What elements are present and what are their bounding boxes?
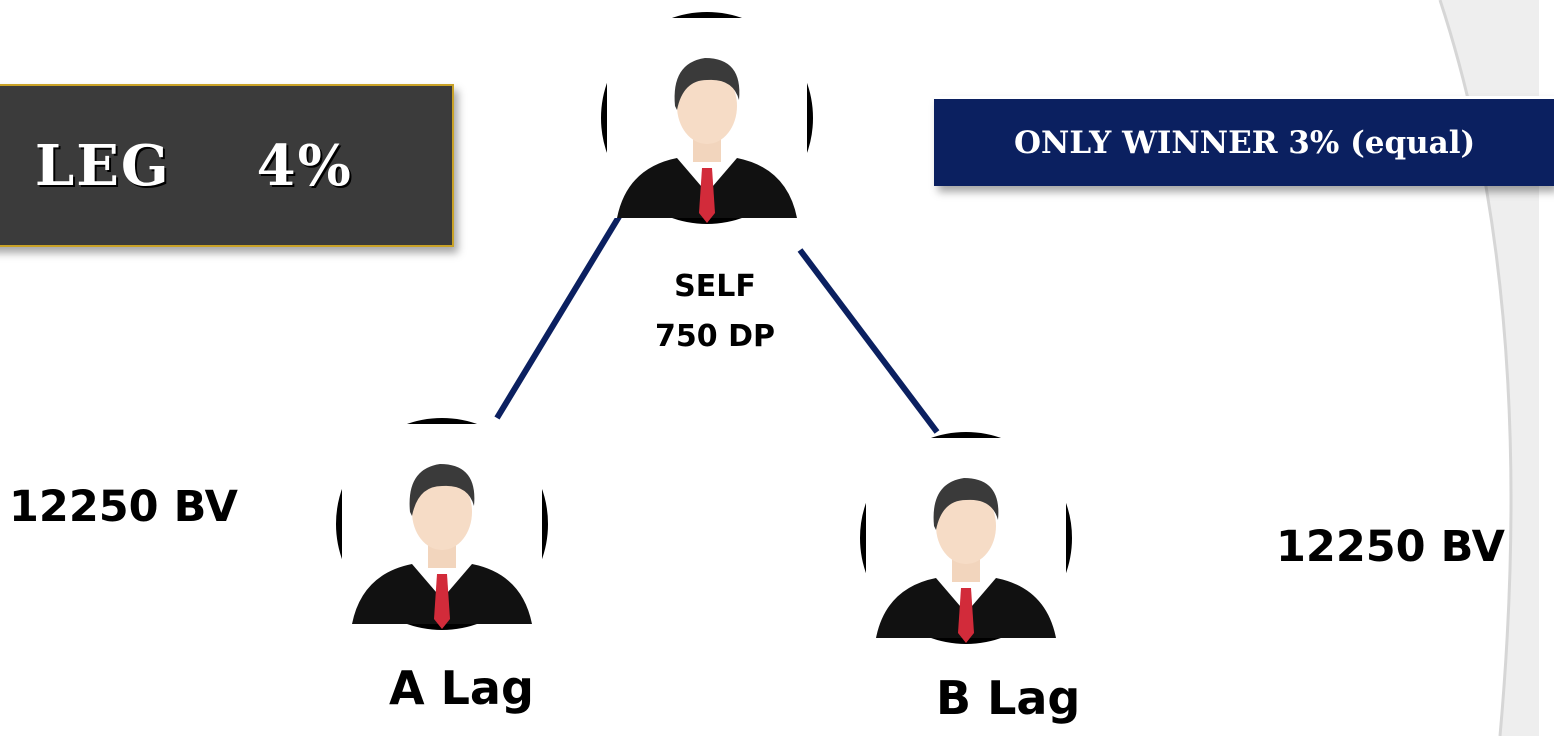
self-points: 750 DP <box>655 319 775 354</box>
b-leg-label: B Lag <box>936 671 1081 725</box>
right-banner-text: ONLY WINNER 3% (equal) <box>1014 124 1476 161</box>
right-banner: ONLY WINNER 3% (equal) <box>934 96 1554 186</box>
left-banner-text: G LEG 4% <box>34 132 353 199</box>
a-leg-label: A Lag <box>389 661 534 715</box>
b-node <box>860 432 1072 644</box>
self-node <box>601 12 813 224</box>
a-leg-bv: 12250 BV <box>9 482 238 532</box>
b-leg-bv: 12250 BV <box>1276 522 1505 572</box>
left-banner: G LEG 4% <box>0 84 454 247</box>
connector-self-a <box>494 180 643 420</box>
a-node <box>336 418 548 630</box>
person-avatar-icon <box>607 18 807 223</box>
connector-self-b <box>797 248 940 434</box>
person-avatar-icon <box>342 424 542 629</box>
self-label: SELF 750 DP <box>615 262 815 362</box>
person-avatar-icon <box>866 438 1066 643</box>
self-name: SELF <box>674 269 756 304</box>
